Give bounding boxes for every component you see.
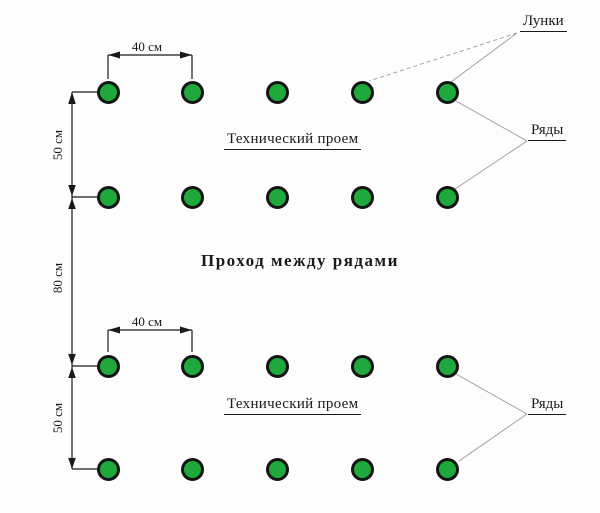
dimension-40cm-lower — [107, 326, 193, 352]
planting-hole — [435, 354, 459, 378]
dimension-vertical-chain — [68, 91, 97, 470]
planting-hole — [180, 457, 204, 481]
dim-text-50cm-lower: 50 см — [50, 402, 65, 434]
planting-hole — [265, 457, 289, 481]
planting-hole — [350, 185, 374, 209]
planting-hole — [265, 185, 289, 209]
planting-hole — [435, 80, 459, 104]
planting-hole — [350, 354, 374, 378]
dim-text-40cm-upper: 40 см — [131, 39, 163, 54]
planting-hole — [265, 80, 289, 104]
planting-hole — [180, 354, 204, 378]
leader-lines — [368, 32, 528, 462]
label-rows-lower: Ряды — [528, 396, 567, 415]
label-tech-gap-lower: Технический проем — [224, 396, 362, 415]
planting-hole — [180, 185, 204, 209]
planting-hole — [96, 457, 120, 481]
label-aisle: Проход между рядами — [201, 251, 399, 270]
planting-hole — [350, 457, 374, 481]
dim-text-40cm-lower: 40 см — [131, 314, 163, 329]
planting-hole — [435, 457, 459, 481]
dimension-40cm-upper — [107, 51, 193, 79]
planting-hole — [350, 80, 374, 104]
label-tech-gap-upper: Технический проем — [224, 131, 362, 150]
planting-hole — [435, 185, 459, 209]
planting-hole — [265, 354, 289, 378]
planting-hole — [96, 80, 120, 104]
label-holes: Лунки — [520, 13, 567, 32]
label-rows-upper: Ряды — [528, 122, 567, 141]
planting-hole — [96, 354, 120, 378]
dim-text-80cm: 80 см — [50, 262, 65, 294]
dim-text-50cm-upper: 50 см — [50, 129, 65, 161]
planting-hole — [180, 80, 204, 104]
planting-hole — [96, 185, 120, 209]
